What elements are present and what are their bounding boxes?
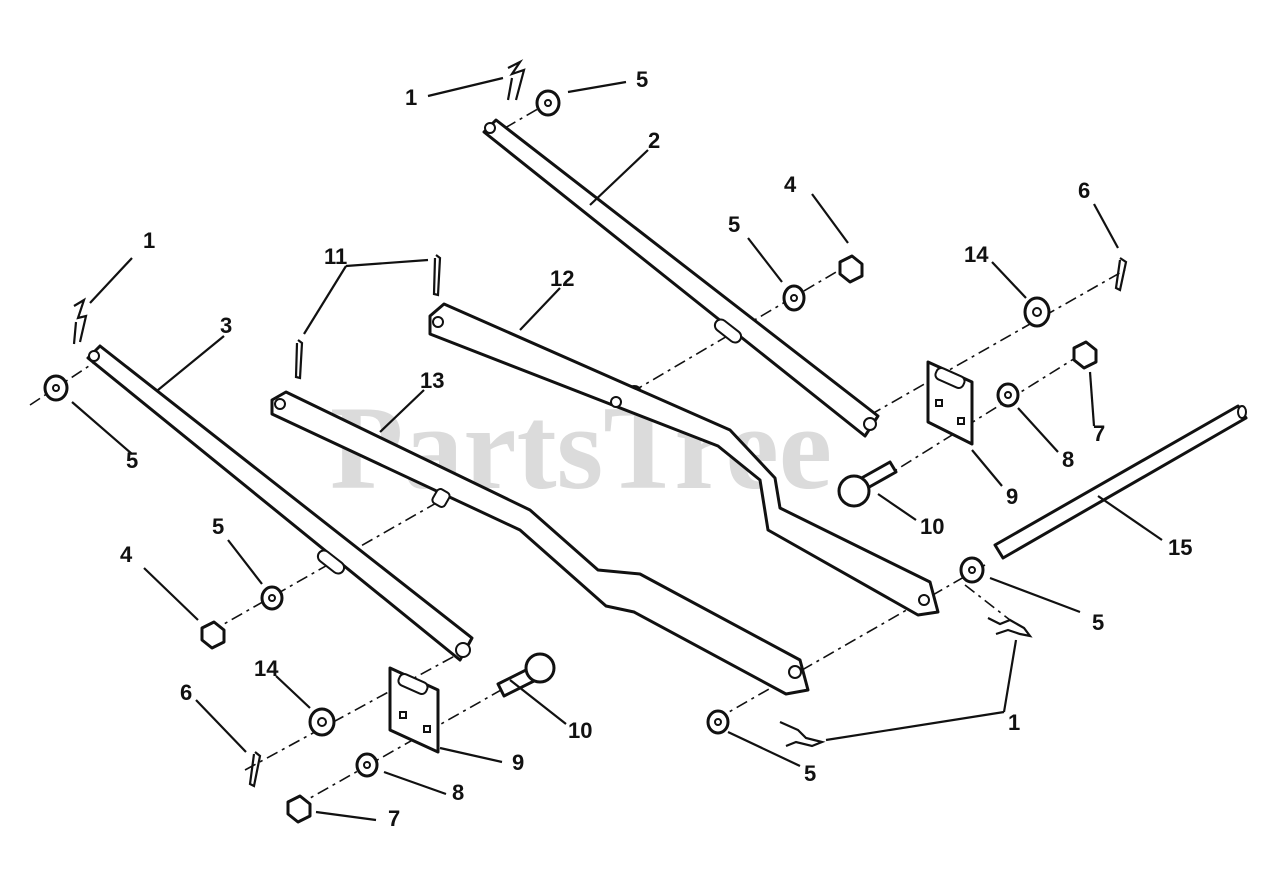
callout-label: 5 <box>636 67 648 92</box>
cross-rod <box>993 404 1248 560</box>
callout-label: 5 <box>728 212 740 237</box>
callout-label: 3 <box>220 313 232 338</box>
callout-label: 9 <box>1006 484 1018 509</box>
callout-label: 10 <box>920 514 944 539</box>
callout-label: 1 <box>143 228 155 253</box>
callout-label: 6 <box>180 680 192 705</box>
link-rod-middle <box>428 302 940 617</box>
lift-arm-upper <box>482 118 880 438</box>
callout-label: 4 <box>120 542 133 567</box>
washers <box>43 89 985 735</box>
nuts <box>200 254 1098 824</box>
callout-label: 15 <box>1168 535 1192 560</box>
callout-label: 11 <box>324 244 347 269</box>
callout-label: 4 <box>784 172 797 197</box>
callout-label: 1 <box>405 85 417 110</box>
hairpin-clips <box>72 59 1033 748</box>
callout-label: 12 <box>550 266 574 291</box>
lift-arm-left <box>86 344 474 662</box>
callout-label: 6 <box>1078 178 1090 203</box>
washers-small <box>355 382 1020 778</box>
carriage-bolt-right <box>837 460 898 508</box>
callout-label: 14 <box>254 656 279 681</box>
callout-label: 5 <box>804 761 816 786</box>
callout-label: 5 <box>126 448 138 473</box>
callout-label: 5 <box>1092 610 1104 635</box>
link-rod-lower <box>270 390 810 696</box>
callout-label: 1 <box>1008 710 1020 735</box>
watermark-text: PartsTree <box>330 381 832 514</box>
bracket-left <box>388 666 440 754</box>
bracket-right <box>926 360 974 446</box>
callout-label: 8 <box>1062 447 1074 472</box>
callout-label: 14 <box>964 242 989 267</box>
callout-label: 10 <box>568 718 592 743</box>
callout-label: 9 <box>512 750 524 775</box>
callout-label: 5 <box>212 514 224 539</box>
carriage-bolt-left <box>496 652 556 698</box>
callout-labels: 1 5 2 4 5 6 14 1 3 11 12 13 5 4 5 14 6 1… <box>120 67 1192 831</box>
callout-label: 7 <box>388 806 400 831</box>
callout-label: 13 <box>420 368 444 393</box>
callout-label: 2 <box>648 128 660 153</box>
callout-label: 7 <box>1093 421 1105 446</box>
leader-lines <box>71 76 1163 822</box>
cotter-pins <box>248 254 1128 788</box>
washers-large <box>308 296 1051 737</box>
callout-label: 8 <box>452 780 464 805</box>
